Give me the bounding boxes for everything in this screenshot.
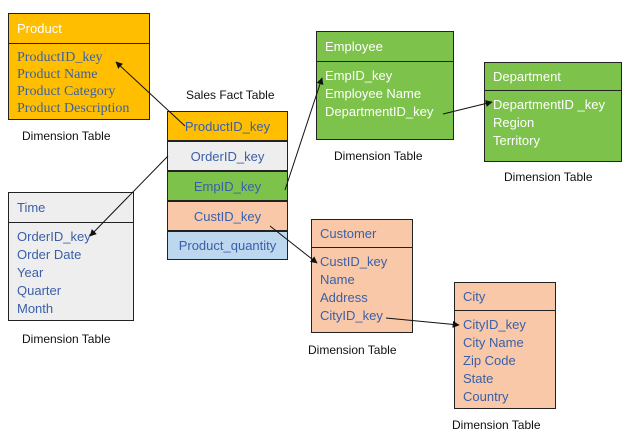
department-table-title: Department	[485, 63, 621, 91]
product-caption: Dimension Table	[22, 129, 111, 143]
city-table-title: City	[455, 283, 555, 311]
arrow-fact-to-product	[115, 61, 186, 127]
product-row-name: Product Name	[17, 67, 98, 82]
department-caption: Dimension Table	[504, 170, 593, 184]
employee-table-rows: EmpID_key Employee Name DepartmentID_key	[317, 62, 453, 121]
product-row-category: Product Category	[17, 84, 116, 99]
arrow-fact-to-employee	[284, 77, 324, 191]
city-table: City CityID_key City Name Zip Code State…	[454, 282, 556, 409]
fact-row-custid: CustID_key	[167, 201, 288, 231]
product-table: Product ProductID_key Product Name Produ…	[8, 13, 150, 120]
time-row-month: Month	[17, 301, 54, 316]
city-row-country: Country	[463, 389, 509, 404]
customer-table-rows: CustID_key Name Address CityID_key	[312, 248, 412, 325]
fact-row-empid: EmpID_key	[167, 171, 288, 201]
employee-table-title: Employee	[317, 32, 453, 62]
customer-row-cityid: CityID_key	[320, 308, 383, 323]
city-row-state: State	[463, 371, 494, 386]
city-row-cityname: City Name	[463, 335, 524, 350]
fact-caption: Sales Fact Table	[186, 88, 275, 102]
product-table-rows: ProductID_key Product Name Product Categ…	[9, 44, 149, 117]
customer-row-custid: CustID_key	[320, 254, 388, 269]
employee-caption: Dimension Table	[334, 149, 423, 163]
fact-row-orderid: OrderID_key	[167, 141, 288, 171]
employee-row-empid: EmpID_key	[325, 68, 393, 83]
arrow-employee-to-department	[442, 100, 493, 115]
customer-table-title: Customer	[312, 220, 412, 248]
fact-row-quantity: Product_quantity	[167, 231, 288, 260]
arrow-customer-to-city	[385, 317, 460, 328]
product-row-productid: ProductID_key	[17, 50, 103, 65]
department-table-rows: DepartmentID _key Region Territory	[485, 91, 621, 150]
customer-caption: Dimension Table	[308, 343, 397, 357]
arrow-fact-to-time	[89, 155, 169, 237]
time-table-title: Time	[9, 193, 133, 223]
customer-table: Customer CustID_key Name Address CityID_…	[311, 219, 413, 333]
employee-row-name: Employee Name	[325, 86, 422, 101]
time-table: Time OrderID_key Order Date Year Quarter…	[8, 192, 134, 321]
department-table: Department DepartmentID _key Region Terr…	[484, 62, 622, 162]
city-row-zipcode: Zip Code	[463, 353, 516, 368]
city-row-cityid: CityID_key	[463, 317, 526, 332]
time-table-rows: OrderID_key Order Date Year Quarter Mont…	[9, 223, 133, 318]
employee-row-departmentid: DepartmentID_key	[325, 104, 434, 119]
customer-row-name: Name	[320, 272, 355, 287]
department-row-region: Region	[493, 115, 535, 130]
city-table-rows: CityID_key City Name Zip Code State Coun…	[455, 311, 555, 406]
city-caption: Dimension Table	[452, 418, 541, 432]
time-caption: Dimension Table	[22, 332, 111, 346]
arrow-fact-to-customer	[269, 225, 318, 264]
product-row-description: Product Description	[17, 101, 130, 116]
time-row-orderdate: Order Date	[17, 247, 82, 262]
time-row-quarter: Quarter	[17, 283, 62, 298]
employee-table: Employee EmpID_key Employee Name Departm…	[316, 31, 454, 140]
department-row-departmentid: DepartmentID _key	[493, 97, 605, 112]
time-row-orderid: OrderID_key	[17, 229, 91, 244]
fact-row-productid: ProductID_key	[167, 111, 288, 141]
department-row-territory: Territory	[493, 133, 540, 148]
time-row-year: Year	[17, 265, 44, 280]
product-table-title: Product	[9, 14, 149, 44]
customer-row-address: Address	[320, 290, 368, 305]
